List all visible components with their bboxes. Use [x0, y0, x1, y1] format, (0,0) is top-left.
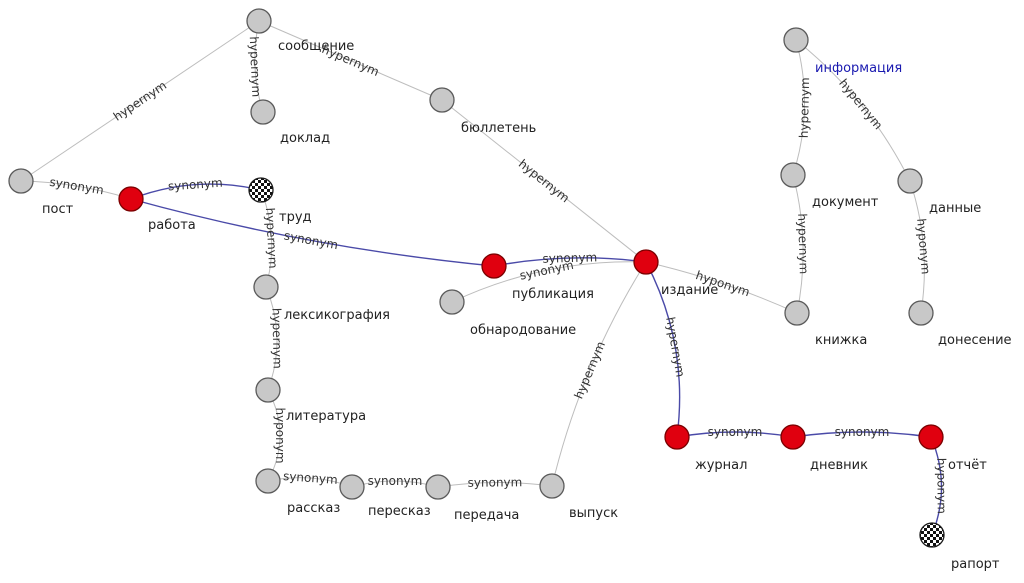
edge-label: synonym [542, 250, 597, 265]
node-label-byulleten: бюллетень [461, 121, 536, 136]
node-izdanie[interactable] [633, 249, 659, 275]
node-vypusk[interactable] [539, 473, 565, 499]
nodes-layer [8, 8, 945, 548]
node-label-dnevnik: дневник [810, 458, 868, 473]
edge-knizhka-dokument [792, 174, 804, 314]
edge-label: hypernym [111, 78, 169, 124]
edge-label: synonym [468, 475, 523, 489]
node-post[interactable] [8, 168, 34, 194]
edge-label: synonym [168, 176, 224, 194]
node-leksikografiya[interactable] [253, 274, 279, 300]
edge-label: hypernym [836, 76, 885, 132]
node-obnarodovanie[interactable] [439, 289, 465, 315]
node-pereskaz[interactable] [339, 474, 365, 500]
edge-izdanie-knizhka [645, 261, 798, 314]
node-label-post: пост [42, 202, 74, 217]
edge-rabota-publikatsiya [130, 198, 495, 267]
node-label-rasskaz: рассказ [287, 501, 340, 516]
node-label-doklad: доклад [280, 131, 330, 146]
node-label-leksikografiya: лексикография [284, 308, 390, 323]
edge-label: synonym [368, 474, 423, 488]
edge-izdanie-zhurnal [645, 261, 681, 438]
edge-label: hyponym [914, 218, 933, 275]
node-rasskaz[interactable] [255, 468, 281, 494]
edge-dnevnik-otchet [792, 431, 932, 438]
node-otchet[interactable] [918, 424, 944, 450]
edge-label: synonym [708, 425, 763, 439]
node-doklad[interactable] [250, 99, 276, 125]
node-label-knizhka: книжка [815, 333, 867, 348]
node-byulleten[interactable] [429, 87, 455, 113]
edge-label: hypernym [572, 339, 608, 401]
node-label-trud: труд [279, 210, 312, 225]
edge-n_top-byulleten [258, 20, 443, 101]
node-label-donesenie: донесение [938, 333, 1012, 348]
node-trud[interactable] [248, 177, 274, 203]
edge-label: hypernym [795, 213, 811, 274]
node-label-informatsiya: информация [815, 61, 902, 76]
node-label-pereskaz: пересказ [368, 504, 431, 519]
node-knizhka[interactable] [784, 300, 810, 326]
edge-label: hypernym [247, 36, 264, 97]
node-label-soobshchenie: сообщение [278, 39, 354, 54]
edge-label: synonym [835, 425, 890, 439]
edge-label: hypernym [516, 157, 572, 206]
edge-dannye-donesenie [909, 180, 925, 314]
edge-vypusk-izdanie [551, 261, 647, 487]
edge-label: hypernym [797, 77, 812, 138]
edge-publikatsiya-izdanie [493, 257, 647, 267]
node-label-dokument: документ [812, 195, 879, 210]
node-n_top[interactable] [246, 8, 272, 34]
node-dokument[interactable] [780, 162, 806, 188]
edge-label: hypernym [663, 316, 687, 378]
node-labels-layer: сообщение доклад бюллетень пост работа труд ле… [42, 39, 1012, 572]
edge-post-n_top [20, 20, 260, 182]
node-label-izdanie: издание [661, 283, 718, 298]
edge-byulleten-izdanie [441, 99, 647, 263]
node-literatura[interactable] [255, 377, 281, 403]
node-informatsiya[interactable] [783, 27, 809, 53]
node-dannye[interactable] [897, 168, 923, 194]
edge-label: synonym [283, 469, 339, 487]
edge-label: hyponym [273, 407, 287, 463]
node-zhurnal[interactable] [664, 424, 690, 450]
node-peredacha[interactable] [425, 474, 451, 500]
edge-informatsiya-dannye [795, 39, 911, 182]
node-label-otchet: отчёт [948, 458, 987, 473]
node-label-obnarodovanie: обнародование [470, 323, 576, 338]
node-dnevnik[interactable] [780, 424, 806, 450]
edge-label: synonym [49, 175, 105, 198]
node-label-zhurnal: журнал [695, 458, 747, 473]
edge-dokument-informatsiya [792, 39, 805, 176]
edge-rabota-trud [130, 183, 262, 200]
edge-obnarodovanie-izdanie [451, 261, 647, 303]
node-publikatsiya[interactable] [481, 253, 507, 279]
node-label-dannye: данные [929, 201, 981, 216]
node-label-peredacha: передача [454, 508, 519, 523]
edge-label: synonym [283, 228, 339, 252]
node-rabota[interactable] [118, 186, 144, 212]
node-label-vypusk: выпуск [569, 506, 618, 521]
edge-label: hypernym [269, 308, 284, 369]
edge-label: hyponym [934, 458, 949, 514]
node-label-publikatsiya: публикация [512, 287, 594, 302]
node-donesenie[interactable] [908, 300, 934, 326]
node-raport[interactable] [919, 522, 945, 548]
node-label-rabota: работа [148, 218, 196, 233]
node-label-literatura: литература [286, 409, 366, 424]
edge-label: hypernym [263, 207, 280, 268]
node-label-raport: рапорт [951, 557, 1000, 572]
